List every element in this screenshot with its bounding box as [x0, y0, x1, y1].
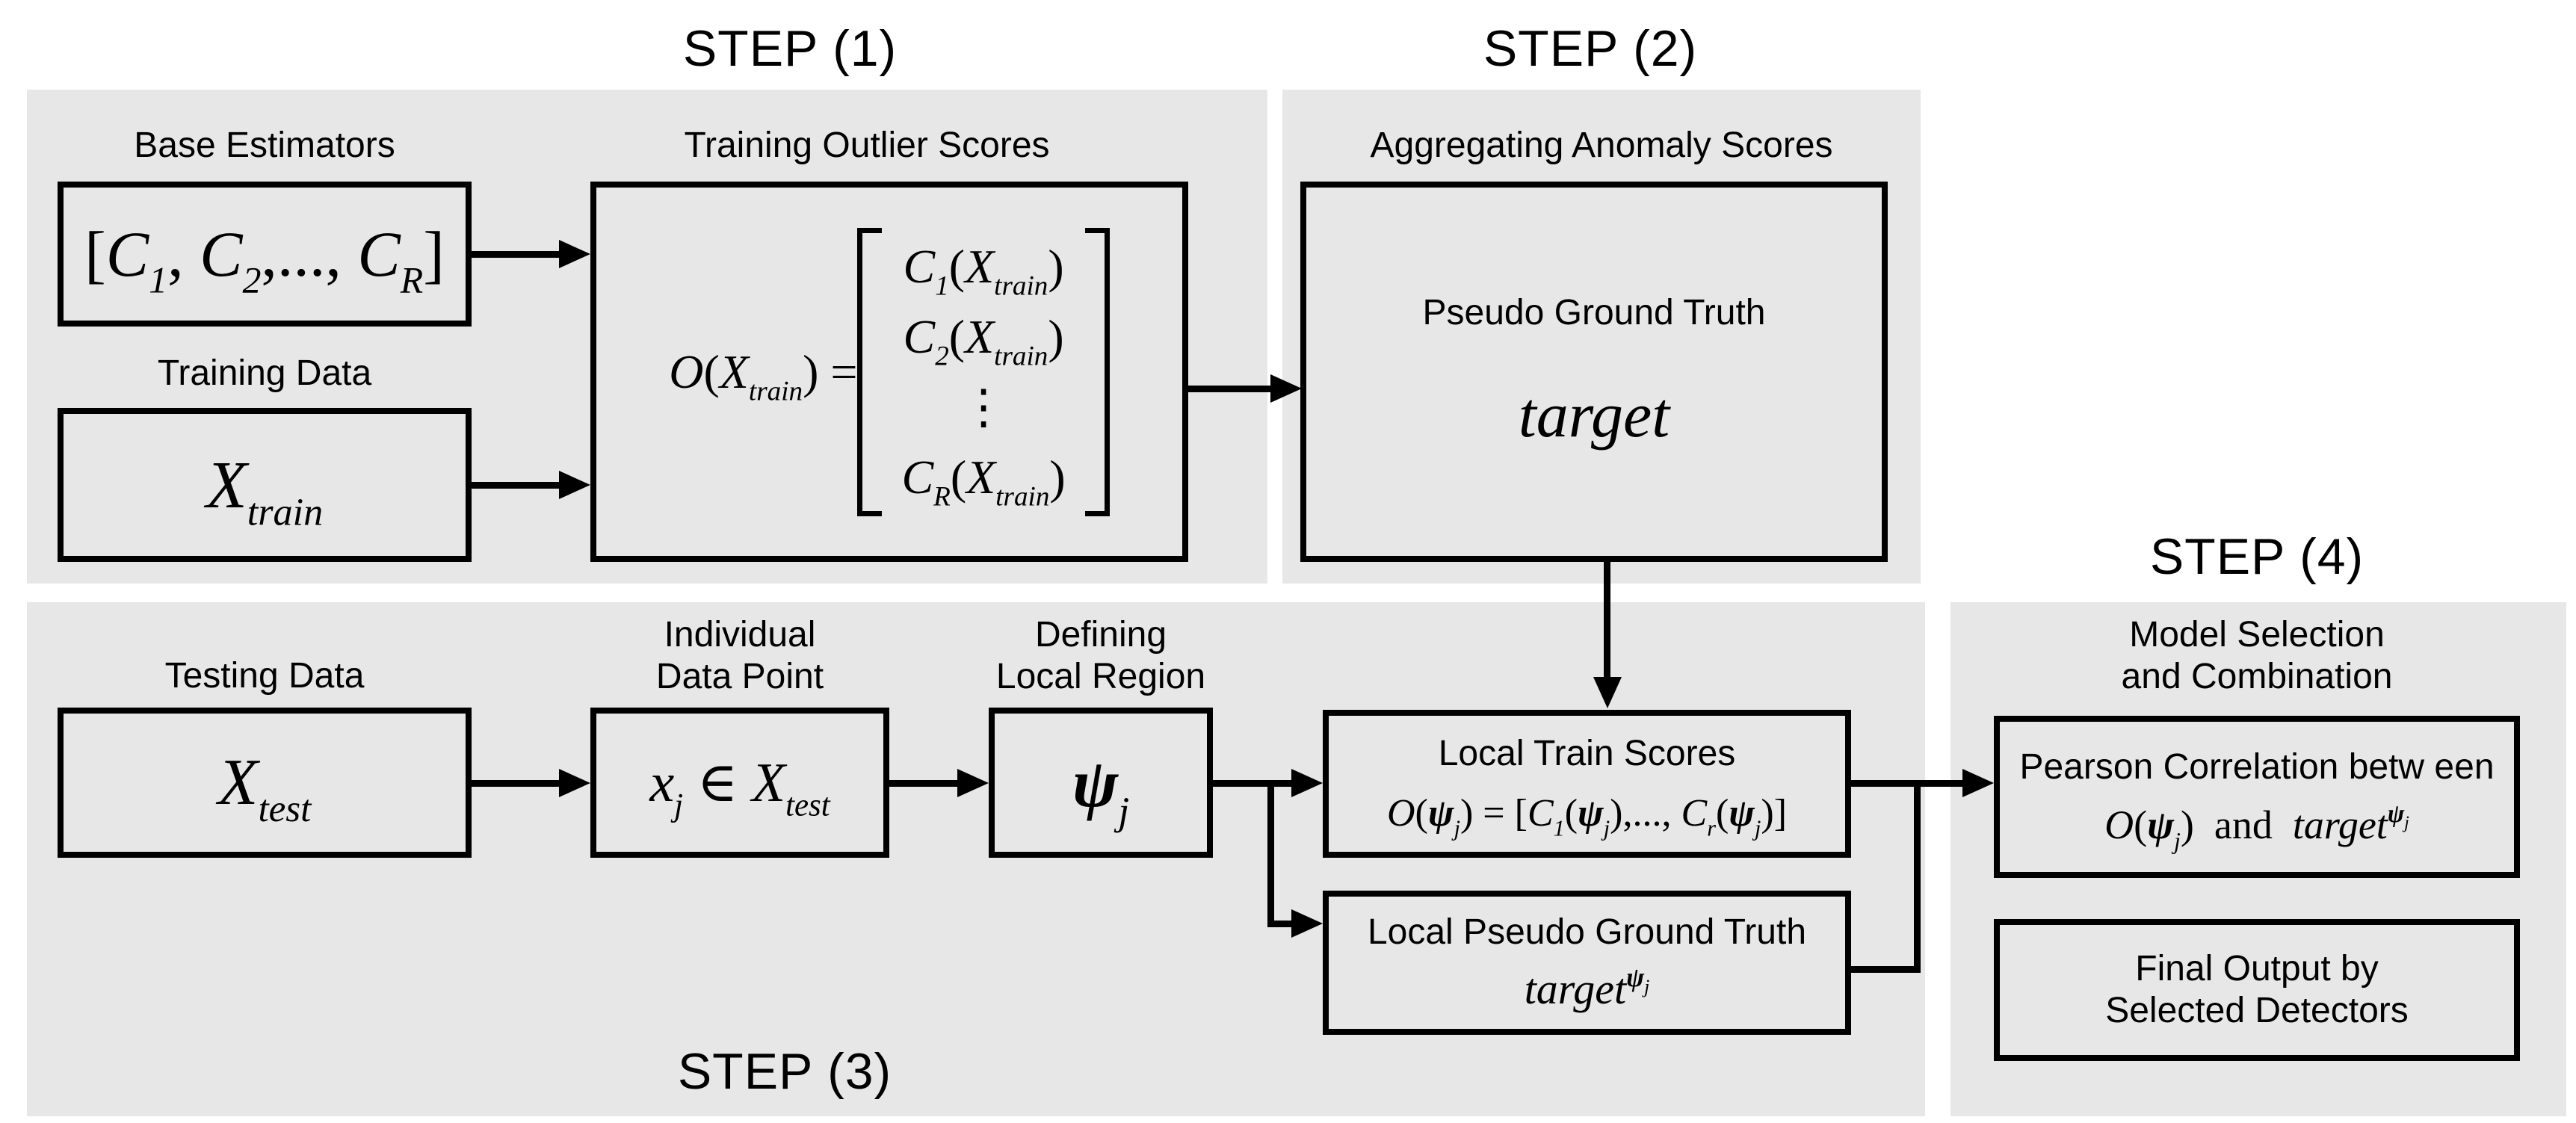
final-output-line2: Selected Detectors — [2105, 991, 2409, 1030]
individual-data-point-box: xj ∈ Xtest — [590, 708, 889, 858]
step1-heading: STEP (1) — [682, 20, 898, 77]
arrow-training-data-to-scores-line — [472, 482, 563, 489]
step4-heading: STEP (4) — [2149, 528, 2365, 585]
training-outlier-scores-equation: O(Xtrain) = C1(Xtrain) C2(Xtrain) ⋮ CR(Xtra… — [669, 227, 1110, 516]
target-formula: target — [1518, 378, 1670, 451]
arrow-region-to-train-scores-head — [1291, 769, 1323, 797]
matrix-row: ⋮ — [960, 380, 1008, 433]
training-data-formula: Xtrain — [206, 448, 324, 533]
pseudo-ground-truth-title: Pseudo Ground Truth — [1422, 292, 1766, 332]
branch-region-to-pseudo-line — [1267, 921, 1293, 927]
arrow-training-data-to-scores-head — [559, 471, 590, 499]
arrow-scores-to-pseudo-ground-truth-head — [1270, 374, 1302, 403]
matrix-row: C1(Xtrain) — [903, 239, 1064, 302]
outlier-scores-lhs: O(Xtrain) = — [669, 344, 858, 407]
final-output-box: Final Output by Selected Detectors — [1994, 919, 2520, 1061]
base-estimators-box: [C1, C2,..., CR] — [58, 182, 472, 327]
local-pseudo-ground-truth-formula: targetψj — [1524, 962, 1650, 1013]
branch-region-down-line — [1267, 780, 1274, 927]
pearson-correlation-box: Pearson Correlation betw een O(ψj) and t… — [1994, 716, 2520, 878]
defining-local-region-box: ψj — [989, 708, 1213, 858]
individual-data-point-label-line2: Data Point — [655, 657, 824, 696]
local-train-scores-box: Local Train Scores O(ψj) = [C1(ψj),..., … — [1323, 710, 1851, 858]
pearson-correlation-title: Pearson Correlation betw een — [2019, 746, 2495, 787]
local-train-scores-title: Local Train Scores — [1438, 733, 1736, 773]
model-selection-label: Model Selection and Combination — [2122, 614, 2393, 698]
defining-local-region-label-line2: Local Region — [995, 657, 1206, 696]
base-estimators-formula: [C1, C2,..., CR] — [84, 218, 445, 301]
defining-local-region-label: Defining Local Region — [996, 614, 1205, 698]
training-outlier-scores-label: Training Outlier Scores — [684, 126, 1050, 165]
arrow-target-down-line — [1604, 562, 1610, 680]
arrow-scores-to-pseudo-ground-truth-line — [1188, 386, 1275, 392]
arrow-testing-data-to-point-head — [559, 769, 590, 797]
local-region-formula: ψj — [1072, 744, 1130, 833]
arrow-point-to-region-line — [889, 780, 959, 787]
connector-train-scores-out-line — [1845, 780, 1921, 787]
training-data-box: Xtrain — [58, 408, 472, 562]
arrow-region-to-train-scores-line — [1213, 780, 1293, 787]
training-data-label: Training Data — [157, 353, 372, 393]
defining-local-region-label-line1: Defining — [1034, 615, 1167, 655]
arrow-base-estimators-to-scores-line — [472, 251, 563, 258]
step3-heading: STEP (3) — [677, 1043, 892, 1100]
matrix-bracket-right — [1084, 227, 1110, 516]
matrix-row: CR(Xtrain) — [901, 450, 1066, 513]
arrow-testing-data-to-point-line — [472, 780, 563, 787]
step2-heading: STEP (2) — [1483, 20, 1698, 77]
branch-region-to-pseudo-head — [1291, 909, 1323, 938]
aggregating-anomaly-scores-label: Aggregating Anomaly Scores — [1370, 126, 1833, 165]
arrow-target-down-head — [1593, 677, 1622, 708]
pearson-correlation-formula: O(ψj) and targetψj — [2104, 799, 2409, 854]
local-pseudo-ground-truth-title: Local Pseudo Ground Truth — [1367, 912, 1807, 952]
arrow-base-estimators-to-scores-head — [559, 240, 590, 268]
matrix-rows: C1(Xtrain) C2(Xtrain) ⋮ CR(Xtrain) — [882, 228, 1084, 516]
matrix-row: C2(Xtrain) — [903, 309, 1064, 372]
model-selection-label-line2: and Combination — [2121, 657, 2393, 696]
testing-data-label: Testing Data — [164, 656, 365, 696]
local-pseudo-ground-truth-box: Local Pseudo Ground Truth targetψj — [1323, 891, 1851, 1035]
individual-data-point-label: Individual Data Point — [656, 614, 824, 698]
matrix-bracket-left — [857, 227, 883, 516]
final-output-line1: Final Output by — [2135, 949, 2379, 989]
training-outlier-scores-box: O(Xtrain) = C1(Xtrain) C2(Xtrain) ⋮ CR(Xtra… — [590, 182, 1188, 562]
connector-pseudo-out-line — [1845, 966, 1921, 973]
arrow-merge-to-pearson-line — [1914, 780, 1964, 787]
arrow-merge-to-pearson-head — [1962, 769, 1994, 797]
arrow-point-to-region-head — [957, 769, 989, 797]
local-train-scores-formula: O(ψj) = [C1(ψj),..., Cr(ψj)] — [1386, 791, 1788, 841]
pseudo-ground-truth-box: Pseudo Ground Truth target — [1300, 182, 1888, 562]
testing-data-formula: Xtest — [217, 746, 312, 830]
connector-merge-vertical-line — [1914, 780, 1921, 973]
individual-data-point-formula: xj ∈ Xtest — [649, 752, 830, 823]
model-selection-label-line1: Model Selection — [2129, 615, 2385, 655]
testing-data-box: Xtest — [58, 708, 472, 858]
individual-data-point-label-line1: Individual — [664, 615, 816, 655]
base-estimators-label: Base Estimators — [134, 126, 395, 165]
